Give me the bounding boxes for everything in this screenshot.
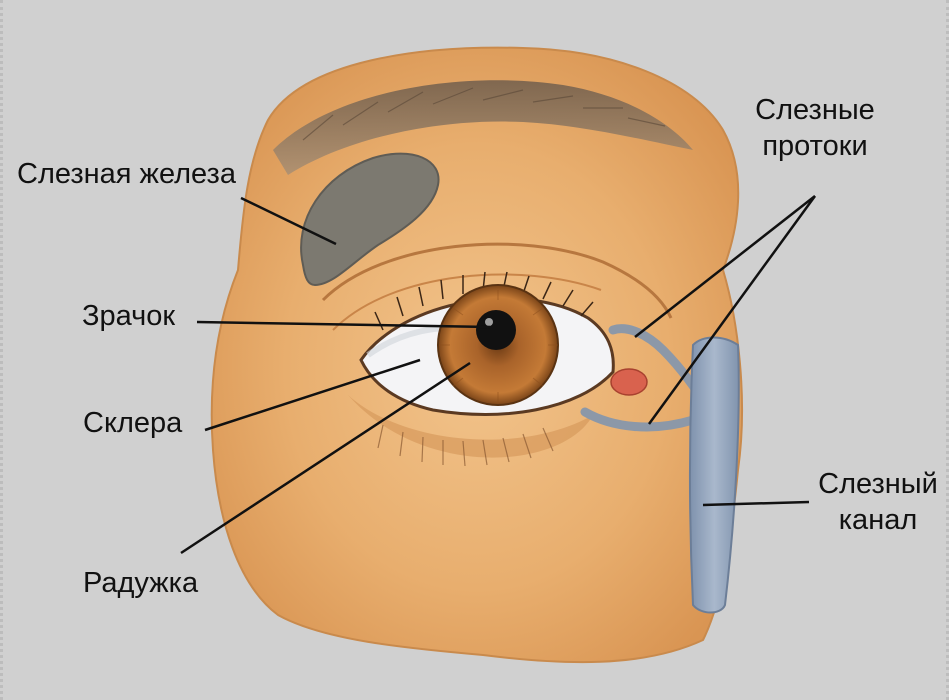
label-lacrimal-gland: Слезная железа xyxy=(17,156,236,192)
label-lacrimal-ducts: Слезные протоки xyxy=(755,92,875,165)
lacrimal-canal-shape xyxy=(690,338,739,613)
label-lacrimal-canal-line2: канал xyxy=(817,502,939,538)
label-pupil: Зрачок xyxy=(82,298,175,334)
label-iris: Радужка xyxy=(83,565,198,601)
label-lacrimal-ducts-line1: Слезные xyxy=(755,92,875,128)
label-lacrimal-ducts-line2: протоки xyxy=(755,128,875,164)
caruncle xyxy=(611,369,647,395)
pupil-shape xyxy=(476,310,516,350)
label-lacrimal-canal: Слезный канал xyxy=(817,466,939,539)
label-lacrimal-canal-line1: Слезный xyxy=(817,466,939,502)
label-sclera: Склера xyxy=(83,405,182,441)
